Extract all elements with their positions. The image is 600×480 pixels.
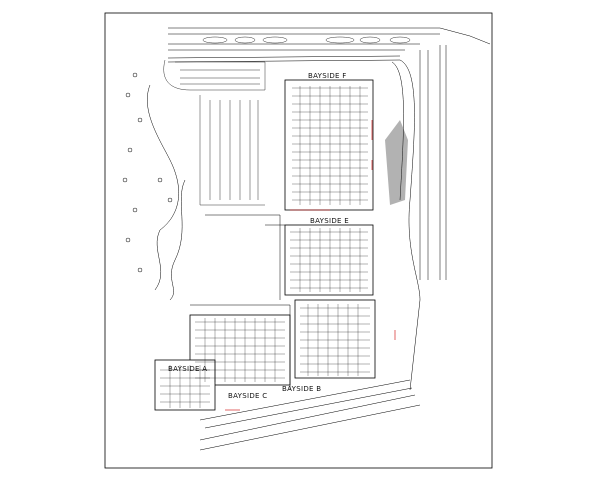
fire-marks xyxy=(225,120,396,411)
top-road xyxy=(167,27,491,63)
label-bayside-a: BAYSIDE A xyxy=(168,365,207,373)
east-access-road xyxy=(391,45,447,391)
buildings xyxy=(154,79,376,411)
walkways xyxy=(190,214,291,390)
label-bayside-f: BAYSIDE F xyxy=(308,72,347,80)
label-bayside-b: BAYSIDE B xyxy=(282,385,321,393)
east-tree-buffer xyxy=(385,120,408,205)
booth-grid-c xyxy=(300,304,370,376)
booth-grid-b xyxy=(160,365,210,408)
booth-grid-e xyxy=(290,228,368,292)
label-bayside-e: BAYSIDE E xyxy=(310,217,349,225)
booth-grid-a xyxy=(195,318,285,382)
landscape-area xyxy=(122,72,186,301)
median-planting xyxy=(202,36,411,44)
north-parking-lot xyxy=(163,59,266,91)
label-bayside-c: BAYSIDE C xyxy=(228,392,267,400)
building-e xyxy=(284,224,374,296)
building-c xyxy=(294,299,376,379)
south-road xyxy=(199,379,421,451)
sheet-border xyxy=(104,12,493,469)
west-parking-lot xyxy=(199,95,265,206)
booth-grid-f xyxy=(292,86,368,205)
building-f xyxy=(284,79,374,211)
